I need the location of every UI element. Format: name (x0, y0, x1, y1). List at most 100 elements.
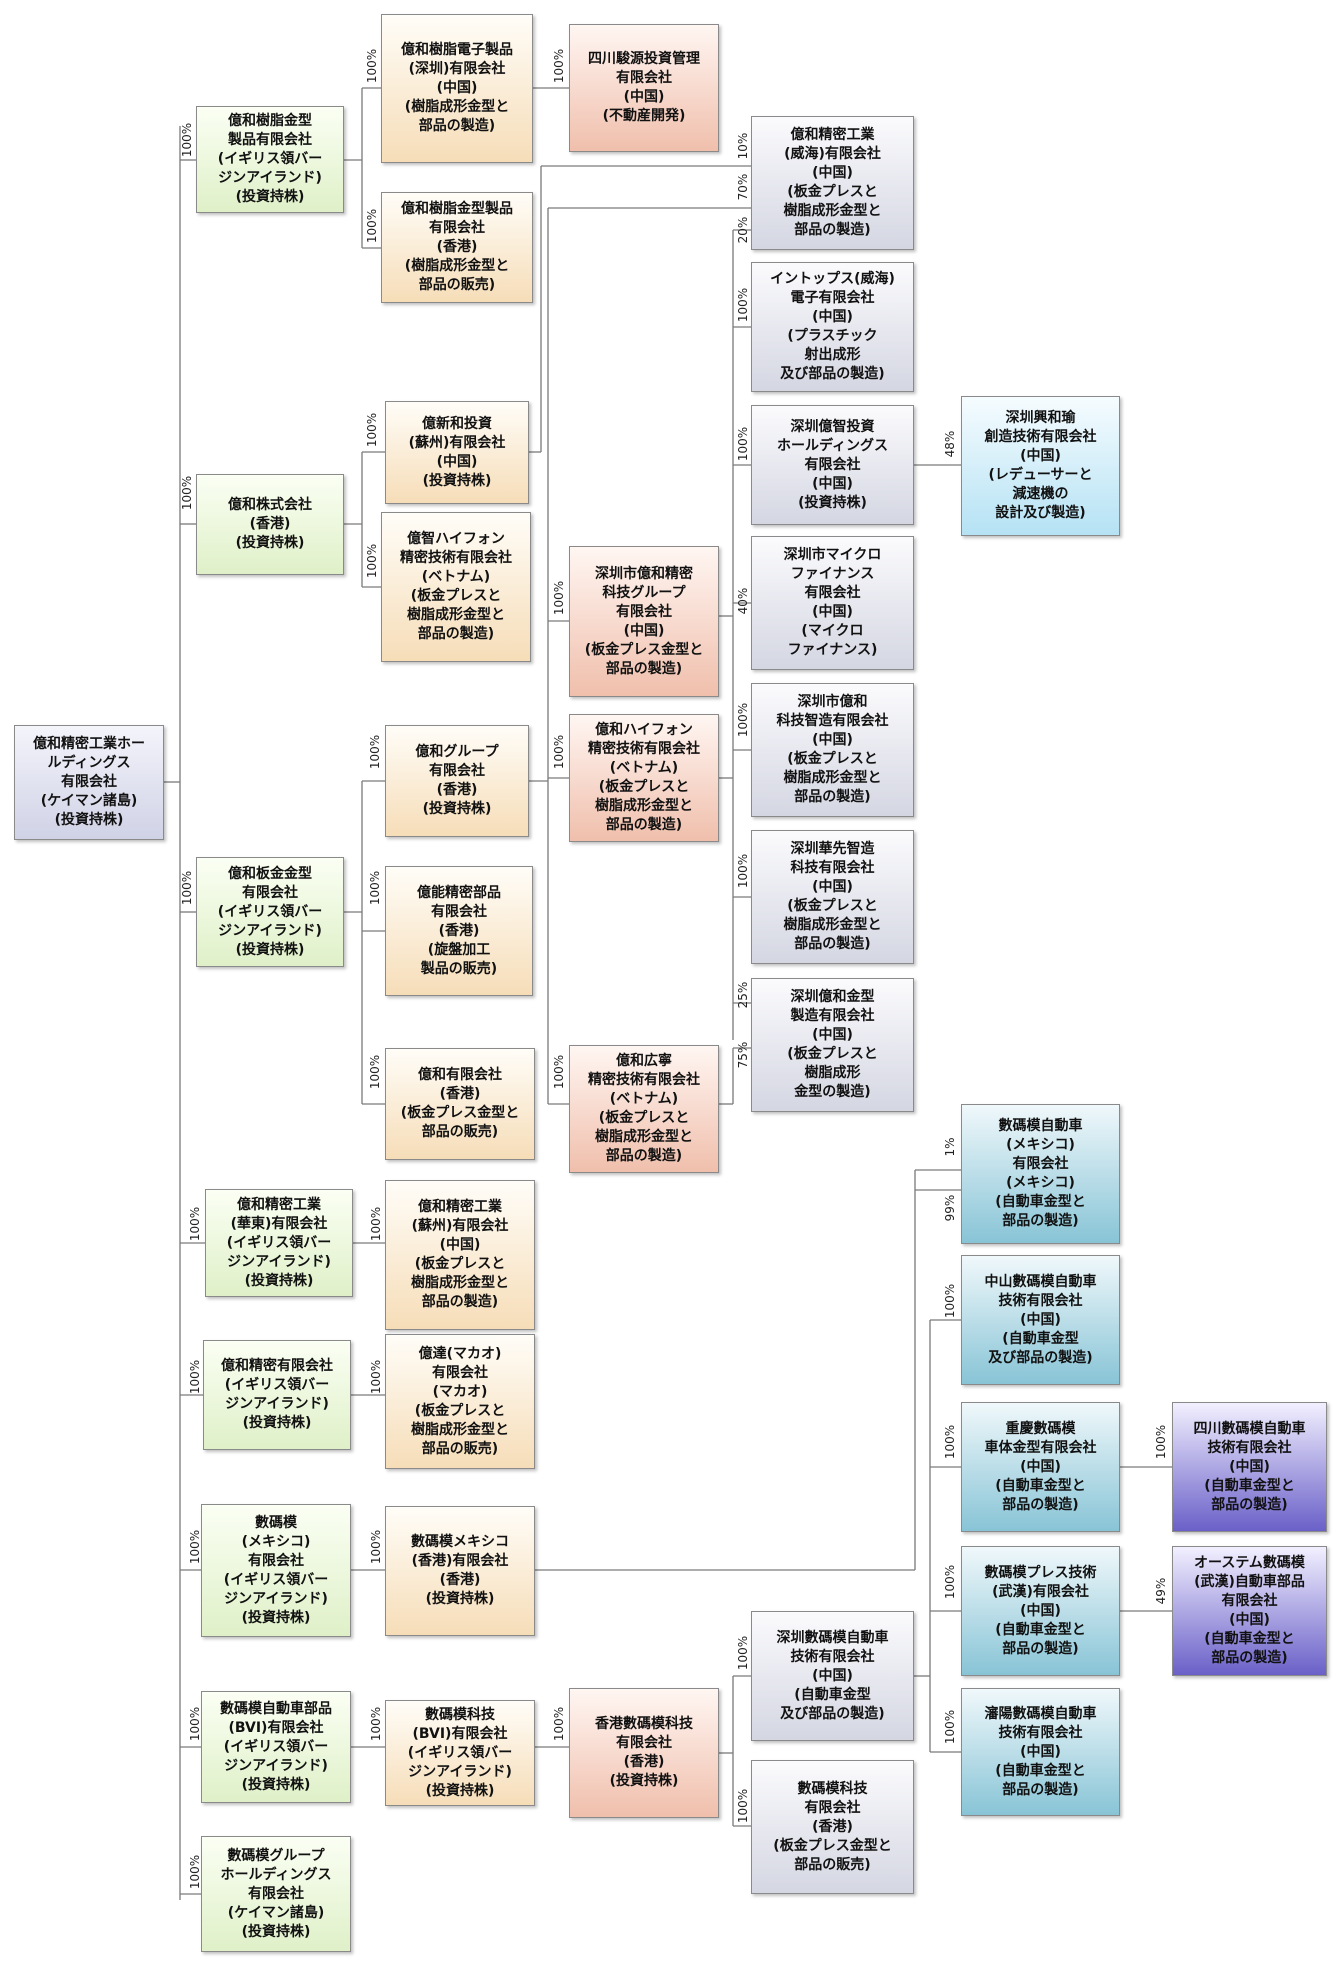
subsidiary-label-e6: 深圳華先智造 科技有限会社 (中国) (板金プレスと 樹脂成形金型と 部品の製造… (783, 841, 882, 952)
subsidiary-label-b7: 數碼模自動車部品 (BVI)有限会社 (イギリス領バー ジンアイランド) (投資… (220, 1700, 332, 1793)
subsidiary-label-c6: 億能精密部品 有限会社 (香港) (旋盤加工 製品の販売) (417, 884, 501, 977)
subsidiary-label-g1: 數碼模自動車 (メキシコ) 有限会社 (メキシコ) (自動車金型と 部品の製造) (995, 1118, 1086, 1229)
pct-c5: 100% (368, 734, 382, 770)
pct-b2: 100% (180, 475, 194, 511)
pct-h2: 49% (1154, 1577, 1168, 1605)
subsidiary-box-e3: 深圳億智投資 ホールディングス 有限会社 (中国) (投資持株) (751, 405, 914, 525)
subsidiary-box-e9: 數碼模科技 有限会社 (香港) (板金プレス金型と 部品の販売) (751, 1760, 914, 1894)
pct-e7-b: 75% (736, 1041, 750, 1069)
pct-c9: 100% (369, 1359, 383, 1395)
subsidiary-box-c3: 億新和投資 (蘇州)有限会社 (中国) (投資持株) (385, 401, 529, 504)
subsidiary-label-d3: 億和ハイフォン 精密技術有限会社 (ベトナム) (板金プレスと 樹脂成形金型と … (588, 722, 700, 833)
subsidiary-label-b4: 億和精密工業 (華東)有限会社 (イギリス領バー ジンアイランド) (投資持株) (226, 1196, 332, 1289)
subsidiary-box-c4: 億智ハイフォン 精密技術有限会社 (ベトナム) (板金プレスと 樹脂成形金型と … (381, 512, 531, 662)
pct-g4: 100% (943, 1564, 957, 1600)
subsidiary-label-c10: 數碼模メキシコ (香港)有限会社 (香港) (投資持株) (411, 1534, 509, 1607)
pct-b8: 100% (188, 1854, 202, 1890)
subsidiary-label-c4: 億智ハイフォン 精密技術有限会社 (ベトナム) (板金プレスと 樹脂成形金型と … (400, 531, 512, 642)
pct-b5: 100% (188, 1359, 202, 1395)
subsidiary-label-c7: 億和有限会社 (香港) (板金プレス金型と 部品の販売) (400, 1067, 520, 1140)
pct-c7: 100% (368, 1054, 382, 1090)
subsidiary-box-b6: 數碼模 (メキシコ) 有限会社 (イギリス領バー ジンアイランド) (投資持株) (201, 1504, 351, 1637)
pct-g5: 100% (943, 1709, 957, 1745)
pct-d3: 100% (552, 734, 566, 770)
subsidiary-label-e7: 深圳億和金型 製造有限会社 (中国) (板金プレスと 樹脂成形 金型の製造) (787, 989, 878, 1100)
pct-g1-b: 99% (943, 1194, 957, 1222)
root-company-label: 億和精密工業ホー ルディングス 有限会社 (ケイマン諸島) (投資持株) (33, 736, 145, 828)
pct-e2: 100% (736, 287, 750, 323)
pct-e5: 100% (736, 702, 750, 738)
subsidiary-label-f1: 深圳興和瑜 創造技術有限会社 (中国) (レデューサーと 減速機の 設計及び製造… (984, 410, 1097, 521)
subsidiary-box-c5: 億和グループ 有限会社 (香港) (投資持株) (385, 725, 529, 837)
pct-e6: 100% (736, 853, 750, 889)
subsidiary-label-c2: 億和樹脂金型製品 有限会社 (香港) (樹脂成形金型と 部品の販売) (401, 201, 513, 293)
pct-d1: 100% (552, 48, 566, 84)
subsidiary-label-h1: 四川數碼模自動車 技術有限会社 (中国) (自動車金型と 部品の製造) (1193, 1420, 1306, 1513)
subsidiary-box-c9: 億達(マカオ) 有限会社 (マカオ) (板金プレスと 樹脂成形金型と 部品の販売… (385, 1334, 535, 1469)
subsidiary-box-c6: 億能精密部品 有限会社 (香港) (旋盤加工 製品の販売) (385, 866, 533, 996)
pct-h1: 100% (1154, 1424, 1168, 1460)
pct-c10: 100% (369, 1529, 383, 1565)
subsidiary-box-e2: イントップス(威海) 電子有限会社 (中国) (プラスチック 射出成形 及び部品… (751, 262, 914, 392)
subsidiary-box-d2: 深圳市億和精密 科技グループ 有限会社 (中国) (板金プレス金型と 部品の製造… (569, 546, 719, 697)
subsidiary-label-c8: 億和精密工業 (蘇州)有限会社 (中国) (板金プレスと 樹脂成形金型と 部品の… (411, 1199, 509, 1310)
pct-g2: 100% (943, 1283, 957, 1319)
subsidiary-label-g3: 重慶數碼模 車体金型有限会社 (中国) (自動車金型と 部品の製造) (984, 1420, 1097, 1513)
subsidiary-label-d1: 四川駿源投資管理 有限会社 (中国) (不動産開発) (588, 51, 700, 124)
subsidiary-label-d5: 香港數碼模科技 有限会社 (香港) (投資持株) (595, 1716, 693, 1789)
subsidiary-label-e8: 深圳數碼模自動車 技術有限会社 (中国) (自動車金型 及び部品の製造) (776, 1629, 889, 1722)
subsidiary-box-c8: 億和精密工業 (蘇州)有限会社 (中国) (板金プレスと 樹脂成形金型と 部品の… (385, 1180, 535, 1330)
subsidiary-label-c5: 億和グループ 有限会社 (香港) (投資持株) (415, 744, 499, 817)
subsidiary-box-c11: 數碼模科技 (BVI)有限会社 (イギリス領バー ジンアイランド) (投資持株) (385, 1700, 535, 1806)
root-company-box: 億和精密工業ホー ルディングス 有限会社 (ケイマン諸島) (投資持株) (14, 725, 164, 840)
pct-c6: 100% (368, 870, 382, 906)
pct-f1: 48% (943, 430, 957, 458)
subsidiary-box-g3: 重慶數碼模 車体金型有限会社 (中国) (自動車金型と 部品の製造) (961, 1402, 1120, 1532)
subsidiary-box-c7: 億和有限会社 (香港) (板金プレス金型と 部品の販売) (385, 1048, 535, 1160)
subsidiary-box-d4: 億和広寧 精密技術有限会社 (ベトナム) (板金プレスと 樹脂成形金型と 部品の… (569, 1045, 719, 1173)
subsidiary-box-e4: 深圳市マイクロ ファイナンス 有限会社 (中国) (マイクロ ファイナンス) (751, 536, 914, 670)
pct-e9: 100% (736, 1788, 750, 1824)
subsidiary-box-d3: 億和ハイフォン 精密技術有限会社 (ベトナム) (板金プレスと 樹脂成形金型と … (569, 714, 719, 842)
subsidiary-box-b3: 億和板金金型 有限会社 (イギリス領バー ジンアイランド) (投資持株) (196, 857, 344, 967)
subsidiary-label-e1: 億和精密工業 (威海)有限会社 (中国) (板金プレスと 樹脂成形金型と 部品の… (783, 127, 882, 238)
pct-b6: 100% (188, 1529, 202, 1565)
subsidiary-box-f1: 深圳興和瑜 創造技術有限会社 (中国) (レデューサーと 減速機の 設計及び製造… (961, 396, 1120, 536)
subsidiary-label-b1: 億和樹脂金型 製品有限会社 (イギリス領バー ジンアイランド) (投資持株) (217, 113, 323, 205)
subsidiary-label-d2: 深圳市億和精密 科技グループ 有限会社 (中国) (板金プレス金型と 部品の製造… (584, 565, 704, 677)
subsidiary-label-e2: イントップス(威海) 電子有限会社 (中国) (プラスチック 射出成形 及び部品… (770, 271, 895, 382)
pct-d2: 100% (552, 580, 566, 616)
pct-c11: 100% (369, 1706, 383, 1742)
subsidiary-label-e3: 深圳億智投資 ホールディングス 有限会社 (中国) (投資持株) (776, 418, 889, 511)
pct-c4: 100% (365, 543, 379, 579)
subsidiary-label-g2: 中山數碼模自動車 技術有限会社 (中国) (自動車金型 及び部品の製造) (984, 1273, 1097, 1366)
subsidiary-box-c2: 億和樹脂金型製品 有限会社 (香港) (樹脂成形金型と 部品の販売) (381, 192, 533, 303)
subsidiary-label-e9: 數碼模科技 有限会社 (香港) (板金プレス金型と 部品の販売) (773, 1780, 892, 1873)
subsidiary-label-b2: 億和株式会社 (香港) (投資持株) (228, 497, 312, 551)
subsidiary-box-d1: 四川駿源投資管理 有限会社 (中国) (不動産開発) (569, 24, 719, 152)
subsidiary-box-b2: 億和株式会社 (香港) (投資持株) (196, 474, 344, 575)
pct-e1-b: 70% (736, 173, 750, 201)
subsidiary-box-b5: 億和精密有限会社 (イギリス領バー ジンアイランド) (投資持株) (203, 1340, 351, 1450)
subsidiary-box-e6: 深圳華先智造 科技有限会社 (中国) (板金プレスと 樹脂成形金型と 部品の製造… (751, 830, 914, 964)
pct-b4: 100% (188, 1206, 202, 1242)
subsidiary-box-b7: 數碼模自動車部品 (BVI)有限会社 (イギリス領バー ジンアイランド) (投資… (201, 1691, 351, 1803)
pct-d5: 100% (552, 1706, 566, 1742)
pct-g1-a: 1% (943, 1137, 957, 1157)
subsidiary-label-h2: オーステム數碼模 (武漢)自動車部品 有限会社 (中国) (自動車金型と 部品の… (1194, 1555, 1305, 1666)
subsidiary-box-g5: 瀋陽數碼模自動車 技術有限会社 (中国) (自動車金型と 部品の製造) (961, 1688, 1120, 1816)
pct-e7-a: 25% (736, 981, 750, 1009)
subsidiary-label-c11: 數碼模科技 (BVI)有限会社 (イギリス領バー ジンアイランド) (投資持株) (407, 1706, 513, 1799)
pct-e1-a: 10% (736, 132, 750, 160)
subsidiary-label-b6: 數碼模 (メキシコ) 有限会社 (イギリス領バー ジンアイランド) (投資持株) (223, 1514, 329, 1626)
subsidiary-label-d4: 億和広寧 精密技術有限会社 (ベトナム) (板金プレスと 樹脂成形金型と 部品の… (588, 1053, 700, 1164)
subsidiary-box-e7: 深圳億和金型 製造有限会社 (中国) (板金プレスと 樹脂成形 金型の製造) (751, 978, 914, 1112)
subsidiary-label-e5: 深圳市億和 科技智造有限会社 (中国) (板金プレスと 樹脂成形金型と 部品の製… (776, 694, 889, 805)
subsidiary-box-d5: 香港數碼模科技 有限会社 (香港) (投資持株) (569, 1688, 719, 1818)
pct-e1-c: 20% (736, 216, 750, 244)
pct-g3: 100% (943, 1424, 957, 1460)
subsidiary-label-b5: 億和精密有限会社 (イギリス領バー ジンアイランド) (投資持株) (221, 1358, 333, 1431)
subsidiary-box-h1: 四川數碼模自動車 技術有限会社 (中国) (自動車金型と 部品の製造) (1172, 1402, 1327, 1532)
pct-c1: 100% (365, 48, 379, 84)
